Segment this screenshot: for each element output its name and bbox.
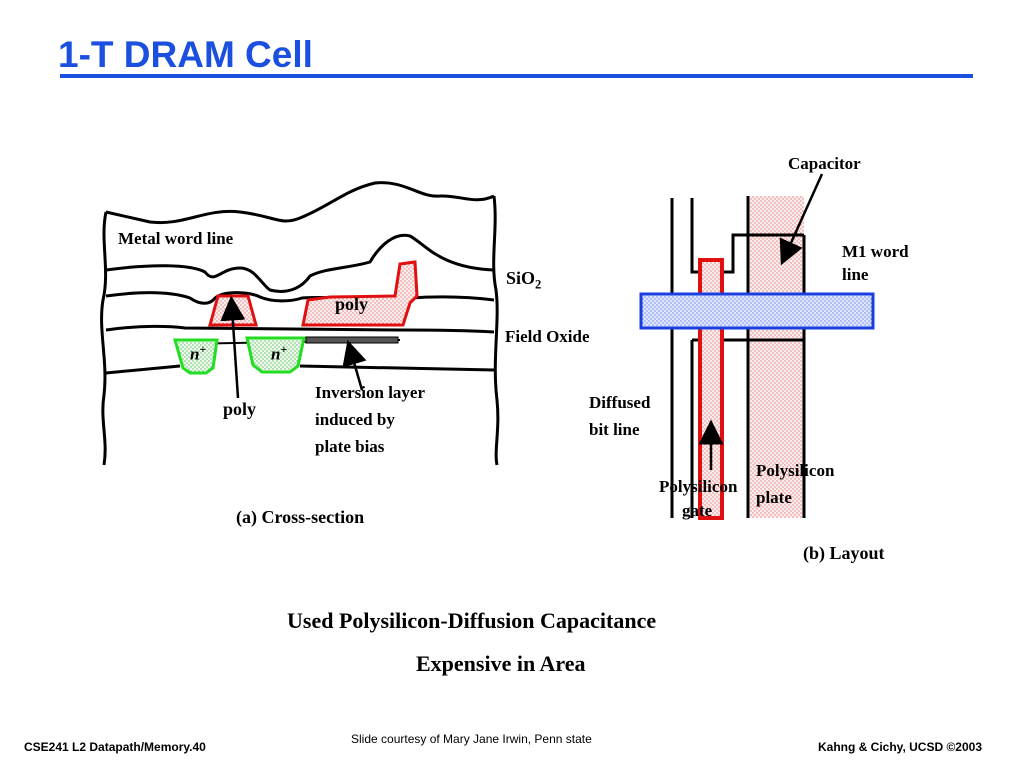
polysilicon-plate-label-1: Polysilicon bbox=[756, 461, 835, 480]
capacitor-arrow bbox=[779, 173, 824, 266]
n-plus-right-sup: + bbox=[280, 342, 288, 356]
cross-section-left-edge bbox=[100, 211, 108, 466]
cross-section-right-edge bbox=[492, 195, 500, 466]
inversion-layer-strip bbox=[305, 336, 399, 344]
field-oxide-top bbox=[105, 324, 495, 334]
footer-right: Kahng & Cichy, UCSD ©2003 bbox=[818, 740, 982, 754]
diffused-bit-line-label-1: Diffused bbox=[589, 393, 651, 412]
cross-section-drawing bbox=[100, 181, 500, 466]
sio2-label: SiO2 bbox=[506, 268, 541, 293]
m1-word-line-label-2: line bbox=[842, 265, 869, 284]
slide-title: 1-T DRAM Cell bbox=[58, 34, 313, 75]
inversion-label-3: plate bias bbox=[315, 437, 385, 456]
metal-top-contour bbox=[105, 181, 495, 225]
poly-gate-arrow bbox=[220, 295, 246, 399]
metal-word-line-label: Metal word line bbox=[118, 229, 234, 248]
inversion-arrow bbox=[342, 339, 367, 391]
layout-caption: (b) Layout bbox=[803, 543, 885, 563]
footer-center: Slide courtesy of Mary Jane Irwin, Penn … bbox=[351, 732, 592, 746]
note-line-2: Expensive in Area bbox=[416, 651, 586, 676]
footer-left: CSE241 L2 Datapath/Memory.40 bbox=[24, 740, 206, 754]
m1-word-line-band bbox=[639, 292, 875, 330]
polysilicon-gate-label-2: gate bbox=[682, 501, 713, 520]
title-underline bbox=[60, 74, 973, 78]
n-plus-right-region bbox=[245, 336, 306, 374]
diffused-bit-line-label-2: bit line bbox=[589, 420, 640, 439]
inversion-label-1: Inversion layer bbox=[315, 383, 426, 402]
n-plus-left-text: n bbox=[190, 344, 200, 364]
poly-plate-label: poly bbox=[335, 294, 369, 314]
n-plus-left-region bbox=[173, 338, 219, 375]
field-oxide-bottom bbox=[105, 364, 495, 375]
m1-word-line-label-1: M1 word bbox=[842, 242, 909, 261]
n-plus-right-label: n+ bbox=[271, 342, 287, 365]
n-plus-right-text: n bbox=[271, 344, 281, 364]
sio2-contour bbox=[105, 291, 495, 305]
poly-gate-label: poly bbox=[223, 399, 257, 419]
polysilicon-plate-label-2: plate bbox=[756, 488, 792, 507]
n-plus-left-sup: + bbox=[199, 342, 207, 356]
capacitor-outline bbox=[717, 233, 804, 342]
note-line-1: Used Polysilicon-Diffusion Capacitance bbox=[287, 608, 657, 633]
sio2-text: SiO bbox=[506, 268, 536, 288]
sio2-subscript: 2 bbox=[535, 277, 542, 292]
metal-bottom-contour bbox=[105, 233, 495, 293]
poly-plate-shape bbox=[301, 260, 419, 327]
cross-section-caption: (a) Cross-section bbox=[236, 507, 365, 527]
capacitor-label: Capacitor bbox=[788, 154, 861, 173]
inversion-label-2: induced by bbox=[315, 410, 395, 429]
field-oxide-label: Field Oxide bbox=[505, 327, 590, 346]
n-plus-left-label: n+ bbox=[190, 342, 206, 365]
polysilicon-gate-label-1: Polysilicon bbox=[659, 477, 738, 496]
